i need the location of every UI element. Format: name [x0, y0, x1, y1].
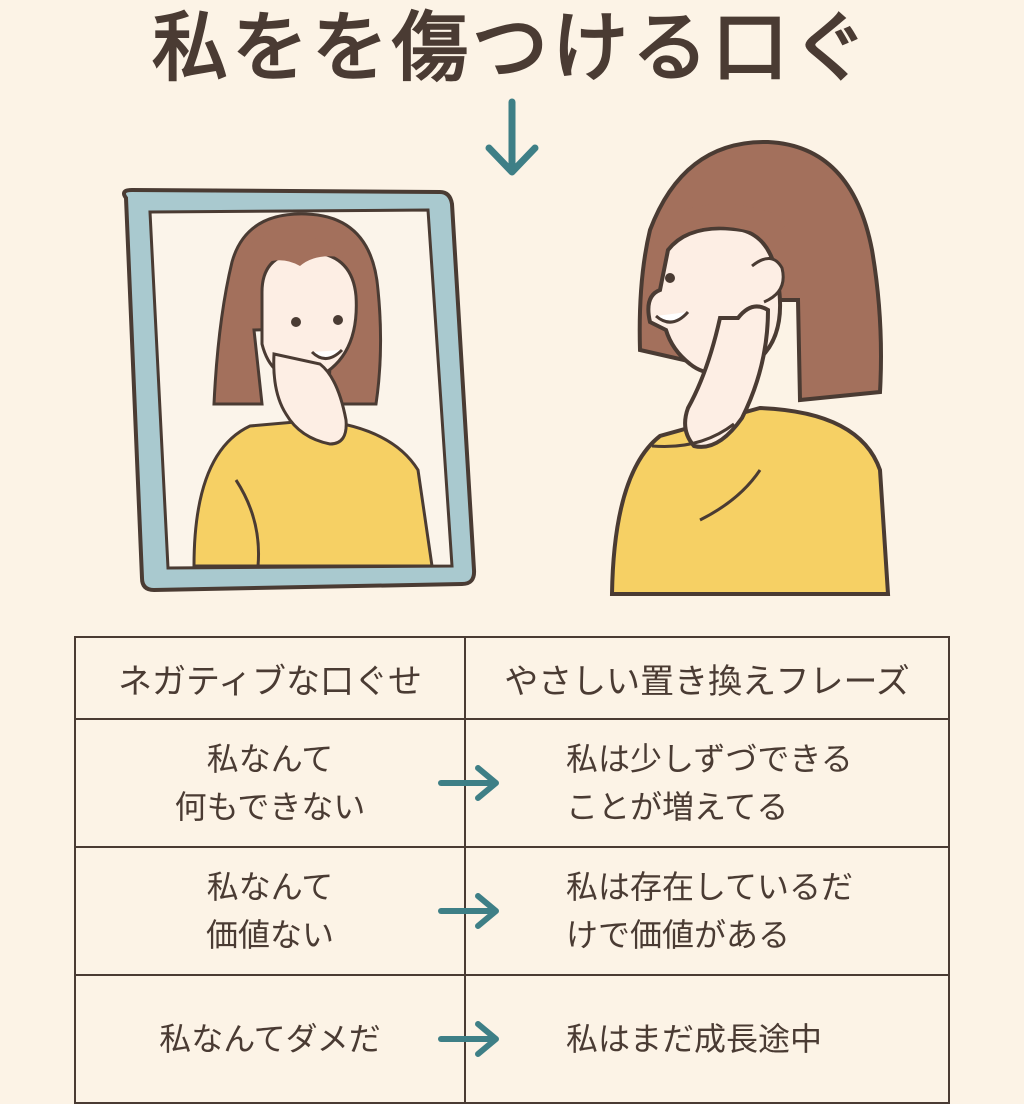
- negative-phrase-line: 私なんてダメだ: [159, 1020, 381, 1058]
- mirror-illustration: [122, 139, 891, 596]
- table-row: 私なんてダメだ 私はまだ成長途中: [74, 974, 950, 1104]
- negative-phrase-cell: 私なんてダメだ: [74, 974, 466, 1104]
- woman-figure: [609, 139, 891, 596]
- negative-phrase-cell: 私なんて 何もできない: [74, 718, 466, 848]
- table-row: 私なんて 価値ない 私は存在しているだ けで価値がある: [74, 846, 950, 976]
- positive-phrase-cell: 私はまだ成長途中: [438, 974, 950, 1104]
- positive-phrase-line: 私は少しずづできる: [566, 740, 853, 778]
- negative-phrase-cell: 私なんて 価値ない: [74, 846, 466, 976]
- page-title: 私をを傷つける口ぐ: [152, 3, 872, 92]
- table-header-row: ネガティブな口ぐせ やさしい置き換えフレーズ: [74, 636, 950, 720]
- negative-phrase-line: 価値ない: [205, 916, 334, 954]
- positive-phrase-line: 私はまだ成長途中: [566, 1020, 823, 1058]
- right-arrow-icon: [438, 1021, 499, 1057]
- table-row: 私なんて 何もできない 私は少しずづできる ことが増えてる: [74, 718, 950, 848]
- negative-column-header: ネガティブな口ぐせ: [74, 636, 466, 720]
- positive-phrase-line: ことが増えてる: [566, 788, 789, 826]
- down-arrow-icon: [485, 98, 539, 176]
- right-arrow-icon: [438, 765, 499, 801]
- positive-column-header: やさしい置き換えフレーズ: [464, 636, 950, 720]
- reflection-woman: [192, 212, 434, 568]
- negative-phrase-line: 何もできない: [174, 788, 366, 826]
- positive-phrase-line: 私は存在しているだ: [566, 868, 854, 906]
- positive-phrase-cell: 私は少しずづできる ことが増えてる: [438, 718, 950, 848]
- negative-phrase-line: 私なんて: [206, 740, 334, 778]
- negative-phrase-line: 私なんて: [206, 868, 334, 906]
- positive-phrase-cell: 私は存在しているだ けで価値がある: [438, 846, 950, 976]
- positive-phrase-line: けで価値がある: [566, 916, 791, 954]
- right-arrow-icon: [438, 893, 499, 929]
- phrase-table: ネガティブな口ぐせ やさしい置き換えフレーズ 私なんて 何もできない 私は少しず…: [74, 636, 950, 1104]
